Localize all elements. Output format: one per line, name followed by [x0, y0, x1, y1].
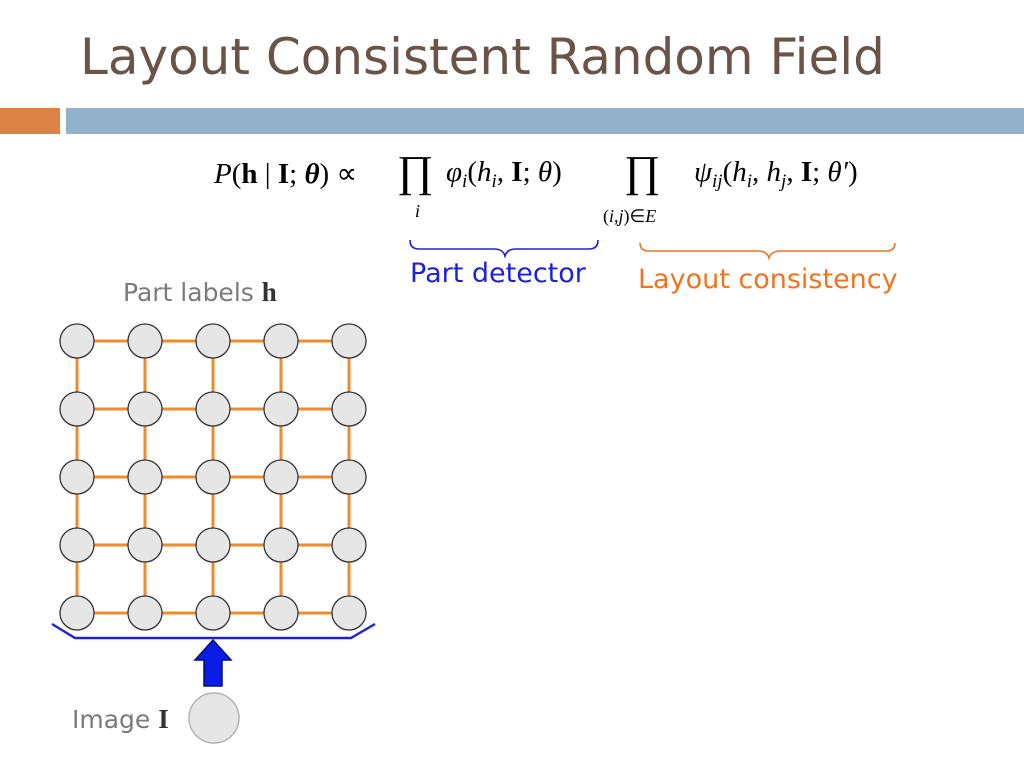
image-node: [188, 692, 240, 744]
grid-node: [331, 323, 367, 359]
grid-node: [195, 595, 231, 631]
layout-consistency-label: Layout consistency: [638, 264, 898, 295]
image-label-text: Image: [72, 705, 151, 734]
grid-node: [59, 459, 95, 495]
grid-node: [195, 391, 231, 427]
layout-consistency-brace: [639, 242, 896, 261]
part-labels-symbol: h: [261, 277, 277, 307]
grid-node: [59, 391, 95, 427]
grid-node: [127, 323, 163, 359]
grid-node: [263, 595, 299, 631]
grid-node: [59, 595, 95, 631]
unary-potential: φi(hi, I; θ): [446, 156, 562, 192]
product-symbol-1: ∏: [397, 147, 434, 196]
image-label-symbol: I: [158, 704, 169, 734]
product-index-1: i: [415, 201, 421, 221]
pairwise-potential: ψij(hi, hj, I; θ′): [694, 156, 858, 192]
grid-node: [331, 391, 367, 427]
product-index-2: (i,j)∈E: [603, 206, 657, 226]
grid-node: [331, 527, 367, 563]
grid-node: [331, 595, 367, 631]
grid-node: [127, 391, 163, 427]
part-labels-text: Part labels: [123, 278, 254, 307]
part-detector-brace: [409, 239, 599, 259]
grid-bottom-brace: [51, 622, 376, 640]
image-label: Image I: [72, 704, 169, 735]
grid-nodes: [59, 323, 367, 631]
grid-node: [127, 459, 163, 495]
grid-node: [263, 323, 299, 359]
grid-node: [263, 459, 299, 495]
grid-node: [331, 459, 367, 495]
image-to-grid-arrow: [193, 638, 233, 687]
grid-node: [59, 323, 95, 359]
part-labels-label: Part labels h: [123, 277, 277, 308]
product-symbol-2: ∏: [624, 147, 661, 196]
header-accent-bar-blue: [66, 108, 1024, 134]
grid-node: [59, 527, 95, 563]
part-detector-label: Part detector: [410, 258, 586, 289]
equation-lhs: P(h | I; θ) ∝: [214, 158, 358, 190]
header-accent-bar-orange: [0, 108, 60, 134]
grid-node: [195, 323, 231, 359]
grid-node: [263, 391, 299, 427]
grid-node: [127, 527, 163, 563]
grid-node: [263, 527, 299, 563]
grid-node: [195, 527, 231, 563]
grid-node: [195, 459, 231, 495]
slide-title: Layout Consistent Random Field: [80, 28, 885, 86]
grid-node: [127, 595, 163, 631]
